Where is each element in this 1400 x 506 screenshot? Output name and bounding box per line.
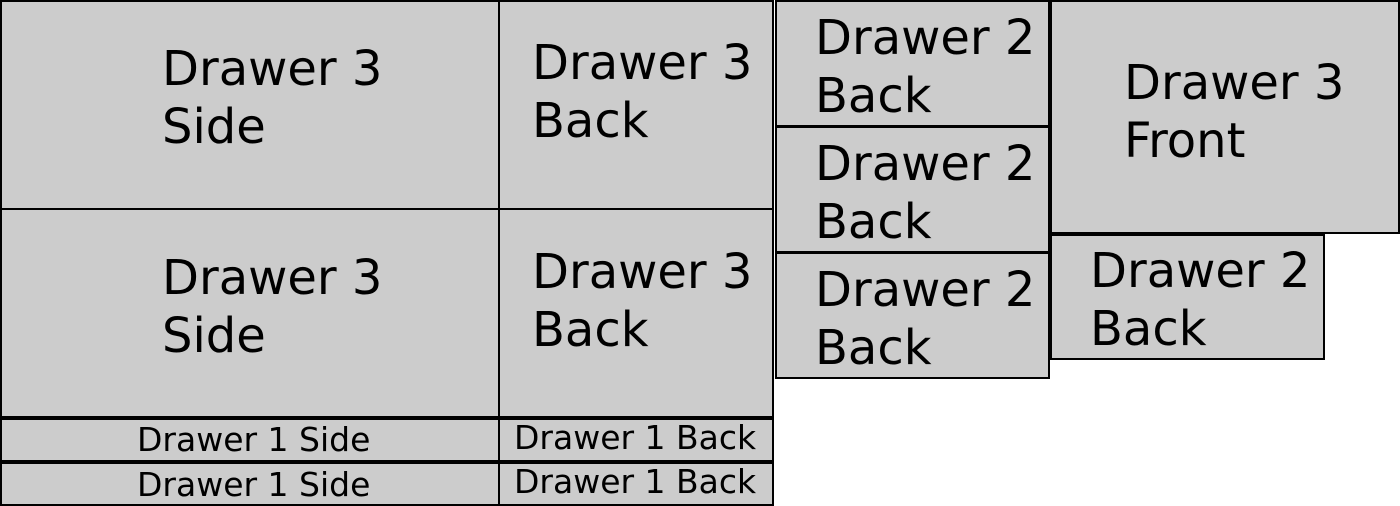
- piece-drawer-1-side-1: Drawer 1 Side: [0, 418, 500, 462]
- piece-drawer-3-side-2: Drawer 3 Side: [0, 208, 500, 418]
- piece-drawer-1-back-2: Drawer 1 Back: [498, 462, 774, 506]
- piece-label: Drawer 1 Side: [137, 420, 371, 459]
- piece-drawer-3-side-1: Drawer 3 Side: [0, 0, 500, 210]
- piece-drawer-2-back-3: Drawer 2 Back: [775, 252, 1050, 379]
- piece-drawer-3-front: Drawer 3 Front: [1050, 0, 1400, 234]
- piece-drawer-2-back-4: Drawer 2 Back: [1050, 234, 1325, 360]
- piece-label: Drawer 3 Back: [532, 244, 753, 358]
- piece-drawer-3-back-1: Drawer 3 Back: [498, 0, 774, 210]
- piece-label: Drawer 2 Back: [815, 10, 1036, 124]
- piece-label: Drawer 1 Side: [137, 465, 371, 504]
- piece-label: Drawer 3 Front: [1124, 55, 1345, 169]
- piece-label: Drawer 2 Back: [1090, 243, 1311, 357]
- piece-label: Drawer 1 Back: [514, 462, 757, 501]
- piece-label: Drawer 3 Side: [162, 41, 383, 155]
- piece-drawer-3-back-2: Drawer 3 Back: [498, 208, 774, 418]
- piece-drawer-1-side-2: Drawer 1 Side: [0, 462, 500, 506]
- piece-label: Drawer 3 Side: [162, 250, 383, 364]
- piece-drawer-2-back-2: Drawer 2 Back: [775, 126, 1050, 253]
- piece-drawer-1-back-1: Drawer 1 Back: [498, 418, 774, 462]
- piece-drawer-2-back-1: Drawer 2 Back: [775, 0, 1050, 127]
- piece-label: Drawer 2 Back: [815, 136, 1036, 250]
- piece-label: Drawer 2 Back: [815, 262, 1036, 376]
- piece-label: Drawer 1 Back: [514, 418, 757, 457]
- piece-label: Drawer 3 Back: [532, 35, 753, 149]
